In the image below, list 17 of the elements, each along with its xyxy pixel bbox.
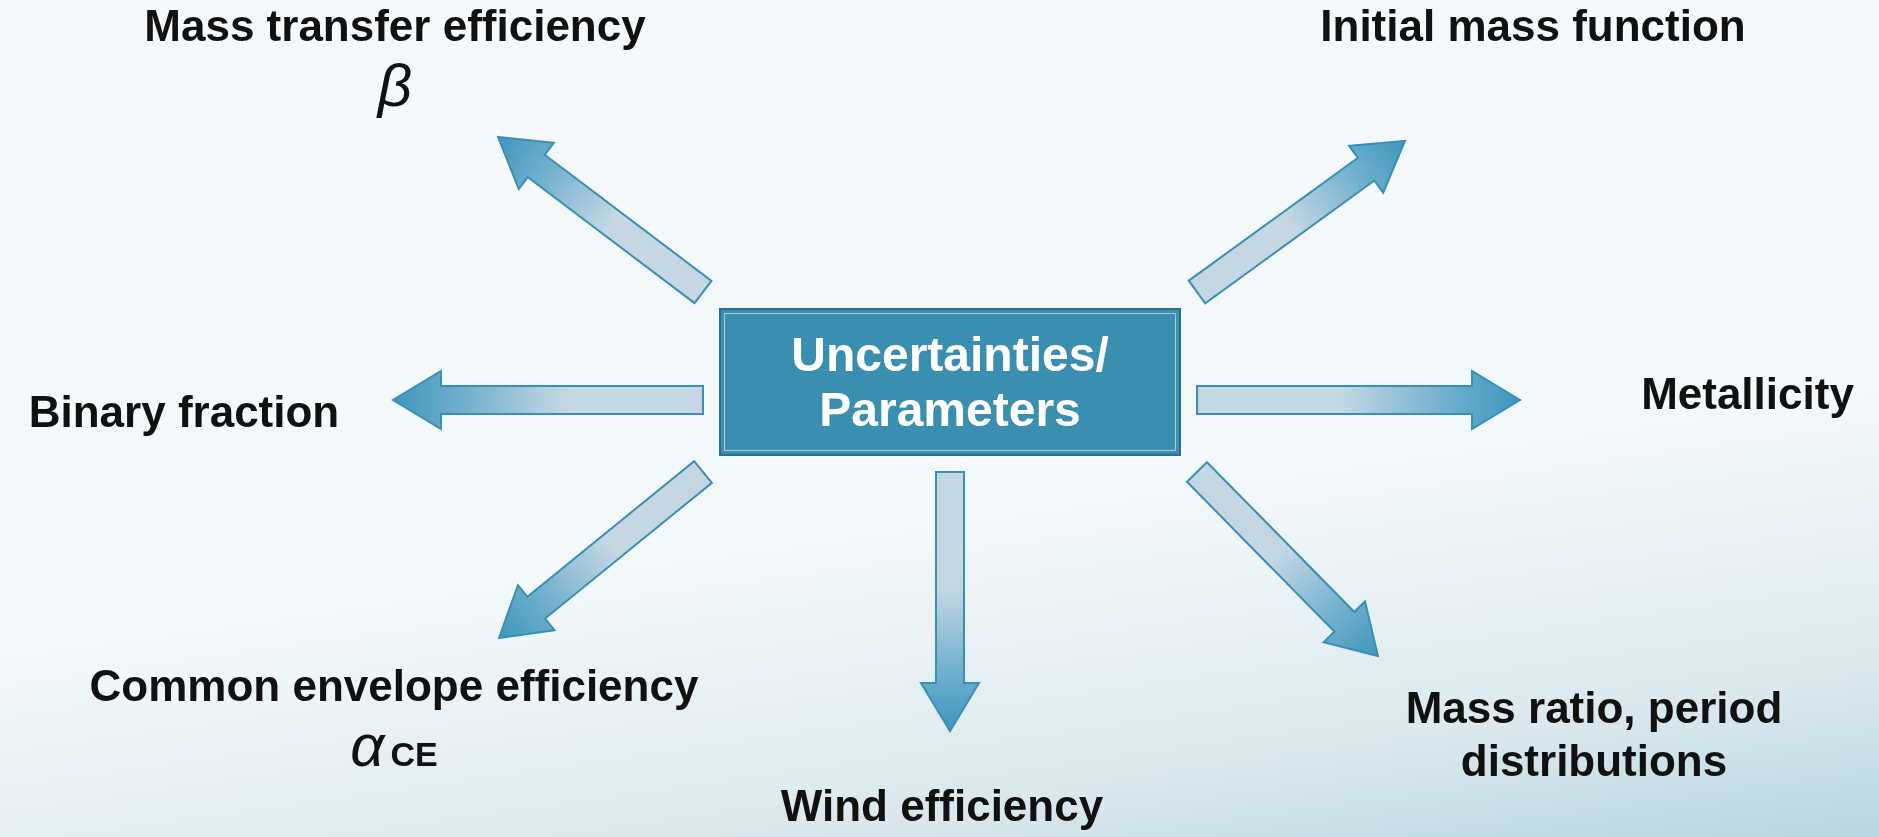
label-text: Common envelope efficiency — [89, 660, 699, 712]
symbol-text: β — [377, 52, 413, 119]
block-arrow — [497, 459, 714, 640]
block-arrow — [1196, 369, 1522, 431]
block-arrow — [391, 369, 704, 431]
label-text: Metallicity — [1641, 368, 1854, 420]
label-text: Mass ratio, period distributions — [1404, 682, 1784, 787]
block-arrow — [496, 135, 713, 305]
central-box — [719, 308, 1181, 456]
box-title: Uncertainties/ Parameters — [790, 326, 1110, 438]
block-arrow — [1187, 139, 1407, 305]
label-text: Binary fraction — [28, 386, 340, 438]
block-arrow — [1185, 460, 1380, 658]
label-text: Initial mass function — [1320, 0, 1746, 52]
block-arrow — [919, 471, 981, 733]
label-text: Mass transfer efficiency — [144, 0, 646, 52]
label-text: Wind efficiency — [780, 780, 1104, 832]
